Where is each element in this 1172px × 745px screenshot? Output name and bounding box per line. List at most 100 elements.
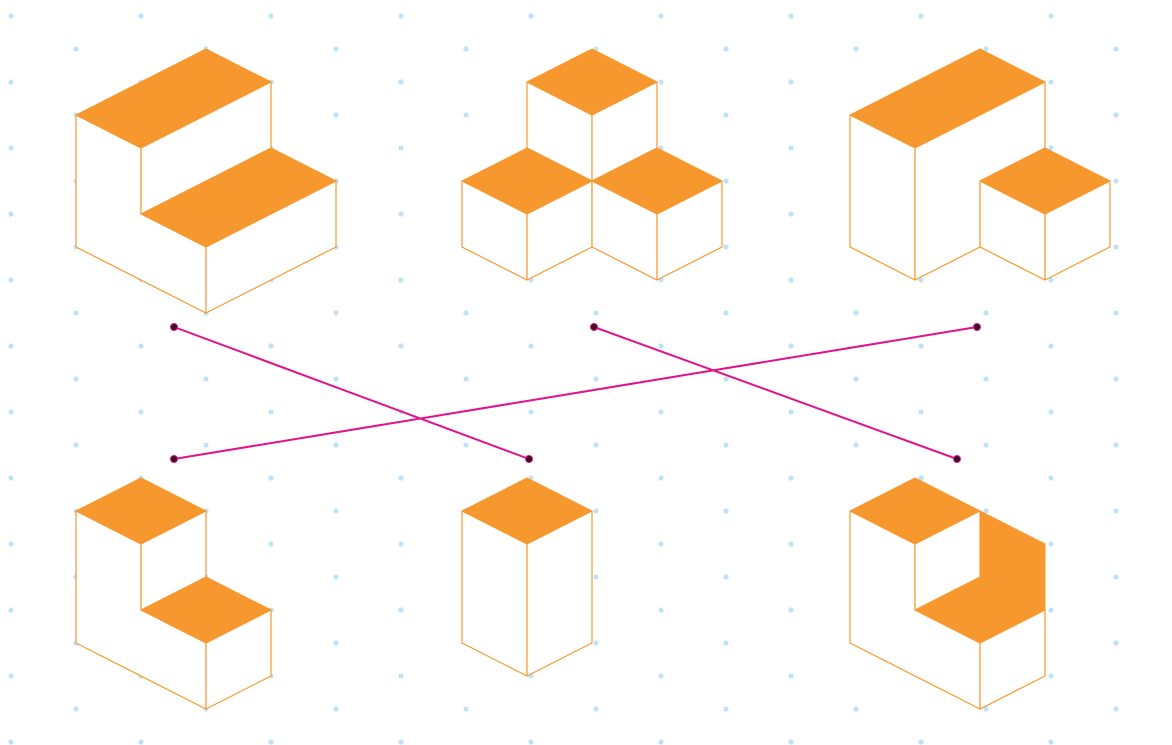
grid-dot [918, 343, 924, 349]
side-face [140, 81, 272, 215]
connector-line [173, 326, 978, 460]
figure-bottom-center-tall-prism[interactable] [461, 477, 593, 677]
connector-endpoint[interactable] [953, 455, 961, 463]
grid-dot [268, 343, 274, 349]
grid-dot [8, 475, 14, 481]
grid-dot [983, 46, 989, 52]
grid-dot [1113, 376, 1119, 382]
grid-dot [788, 607, 794, 613]
connector-line [173, 326, 530, 460]
grid-dot [268, 739, 274, 745]
grid-dot [73, 310, 79, 316]
side-face [140, 510, 207, 611]
figure-top-right-block-with-cube[interactable] [849, 48, 1111, 281]
side-face [526, 510, 593, 677]
grid-dot [333, 112, 339, 118]
grid-dot [723, 46, 729, 52]
grid-dot [723, 442, 729, 448]
grid-dot [853, 442, 859, 448]
grid-dot [788, 145, 794, 151]
connector-endpoint[interactable] [170, 323, 178, 331]
grid-dot [528, 13, 534, 19]
grid-dot [398, 277, 404, 283]
grid-dot [853, 376, 859, 382]
grid-dot [658, 343, 664, 349]
grid-dot [528, 739, 534, 745]
side-face [1044, 180, 1111, 281]
grid-dot [723, 640, 729, 646]
grid-dot [1113, 46, 1119, 52]
grid-dot [723, 112, 729, 118]
side-face [979, 609, 1046, 710]
figure-top-left-step-shape[interactable] [75, 48, 337, 314]
grid-dot [8, 277, 14, 283]
grid-dot [593, 574, 599, 580]
connector-endpoint[interactable] [525, 455, 533, 463]
grid-dot [268, 13, 274, 19]
grid-dot [138, 13, 144, 19]
side-face [205, 609, 272, 710]
grid-dot [333, 640, 339, 646]
grid-dot [658, 739, 664, 745]
grid-dot [1048, 475, 1054, 481]
grid-dot [203, 442, 209, 448]
grid-dot [333, 376, 339, 382]
grid-dot [593, 640, 599, 646]
grid-dot [398, 607, 404, 613]
grid-dot [463, 46, 469, 52]
grid-dot [333, 574, 339, 580]
grid-dot [8, 13, 14, 19]
grid-dot [723, 310, 729, 316]
grid-dot [788, 409, 794, 415]
grid-dot [398, 541, 404, 547]
grid-dot [1113, 310, 1119, 316]
figure-bottom-left-l-shape[interactable] [75, 477, 272, 710]
grid-dot [853, 310, 859, 316]
connector-endpoint[interactable] [170, 455, 178, 463]
grid-dot [723, 706, 729, 712]
grid-dot [593, 706, 599, 712]
grid-dot [1048, 343, 1054, 349]
connector-endpoint[interactable] [590, 323, 598, 331]
grid-dot [658, 475, 664, 481]
grid-dot [398, 739, 404, 745]
grid-dot [983, 310, 989, 316]
grid-dot [463, 706, 469, 712]
grid-dot [788, 475, 794, 481]
grid-dot [8, 673, 14, 679]
grid-dot [138, 343, 144, 349]
grid-dot [73, 442, 79, 448]
grid-dot [138, 739, 144, 745]
grid-dot [398, 475, 404, 481]
grid-dot [398, 13, 404, 19]
grid-dot [723, 574, 729, 580]
grid-dot [203, 376, 209, 382]
grid-dot [1048, 739, 1054, 745]
side-face [656, 180, 723, 281]
grid-dot [788, 13, 794, 19]
grid-dot [658, 541, 664, 547]
grid-dot [658, 13, 664, 19]
grid-dot [8, 739, 14, 745]
grid-dot [658, 607, 664, 613]
grid-dot [983, 706, 989, 712]
grid-dot [918, 475, 924, 481]
grid-dot [1048, 673, 1054, 679]
grid-dot [463, 112, 469, 118]
grid-dot [1048, 145, 1054, 151]
grid-dot [333, 310, 339, 316]
grid-dot [1048, 409, 1054, 415]
figure-top-center-three-cube-stack[interactable] [461, 48, 723, 281]
grid-dot [8, 343, 14, 349]
grid-dot [333, 442, 339, 448]
connector-endpoint[interactable] [973, 323, 981, 331]
grid-dot [723, 244, 729, 250]
grid-dot [1113, 178, 1119, 184]
grid-dot [723, 508, 729, 514]
figure-bottom-right-corner-shape[interactable] [849, 477, 1046, 710]
grid-dot [398, 343, 404, 349]
grid-dot [658, 673, 664, 679]
grid-dot [788, 277, 794, 283]
grid-dot [333, 508, 339, 514]
